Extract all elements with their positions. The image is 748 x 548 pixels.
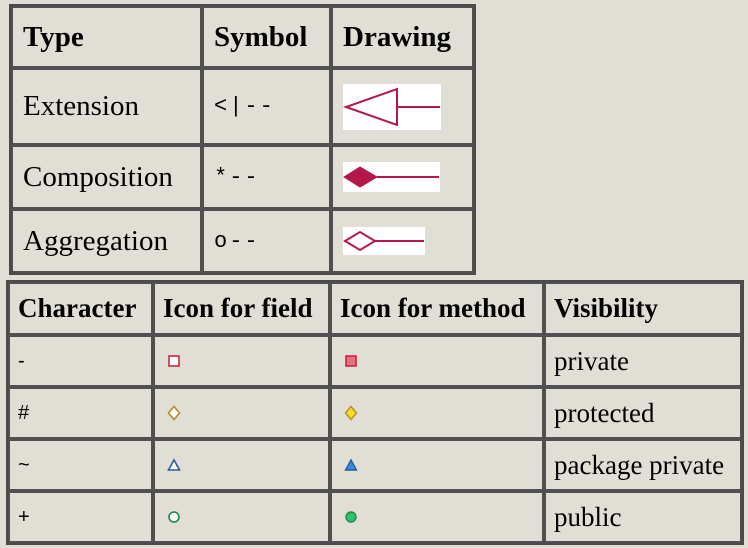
method-icon-cell	[330, 387, 544, 439]
field-icon-cell	[153, 387, 330, 439]
relation-symbol: <|--	[202, 68, 331, 145]
relation-symbol: o--	[202, 209, 331, 273]
relation-type: Extension	[11, 68, 202, 145]
hollow-triangle-icon	[167, 458, 181, 471]
visibility-label: protected	[544, 387, 742, 439]
aggregation-arrow-icon	[343, 227, 425, 255]
header-symbol: Symbol	[202, 6, 331, 68]
hollow-diamond-icon	[167, 405, 181, 421]
table-row: Extension <|--	[11, 68, 474, 145]
method-icon-cell	[330, 335, 544, 387]
table-row: + public	[8, 491, 742, 543]
extension-arrow-icon	[343, 83, 441, 130]
visibility-table: Character Icon for field Icon for method…	[6, 280, 744, 545]
header-visibility: Visibility	[544, 282, 742, 335]
table-row: Composition *--	[11, 145, 474, 209]
relations-table: Type Symbol Drawing Extension <|-- Compo…	[9, 4, 476, 275]
method-icon-cell	[330, 491, 544, 543]
field-icon-cell	[153, 491, 330, 543]
relation-symbol: *--	[202, 145, 331, 209]
visibility-character: #	[8, 387, 153, 439]
relation-drawing	[331, 209, 474, 273]
header-character: Character	[8, 282, 153, 335]
visibility-character: -	[8, 335, 153, 387]
visibility-label: public	[544, 491, 742, 543]
relation-drawing	[331, 145, 474, 209]
header-drawing: Drawing	[331, 6, 474, 68]
visibility-header-row: Character Icon for field Icon for method…	[8, 282, 742, 335]
field-icon-cell	[153, 439, 330, 491]
visibility-label: private	[544, 335, 742, 387]
table-row: - private	[8, 335, 742, 387]
visibility-label: package private	[544, 439, 742, 491]
header-icon-method: Icon for method	[330, 282, 544, 335]
composition-arrow-icon	[343, 162, 440, 192]
field-icon-cell	[153, 335, 330, 387]
filled-square-icon	[345, 355, 357, 367]
relation-drawing	[331, 68, 474, 145]
header-icon-field: Icon for field	[153, 282, 330, 335]
filled-circle-icon	[345, 511, 357, 523]
table-row: Aggregation o--	[11, 209, 474, 273]
filled-diamond-icon	[344, 405, 358, 421]
table-row: # protected	[8, 387, 742, 439]
relations-header-row: Type Symbol Drawing	[11, 6, 474, 68]
hollow-circle-icon	[168, 511, 180, 523]
table-row: ~ package private	[8, 439, 742, 491]
relation-type: Aggregation	[11, 209, 202, 273]
visibility-character: +	[8, 491, 153, 543]
header-type: Type	[11, 6, 202, 68]
hollow-square-icon	[168, 355, 180, 367]
filled-triangle-icon	[344, 458, 358, 471]
relation-type: Composition	[11, 145, 202, 209]
method-icon-cell	[330, 439, 544, 491]
visibility-character: ~	[8, 439, 153, 491]
